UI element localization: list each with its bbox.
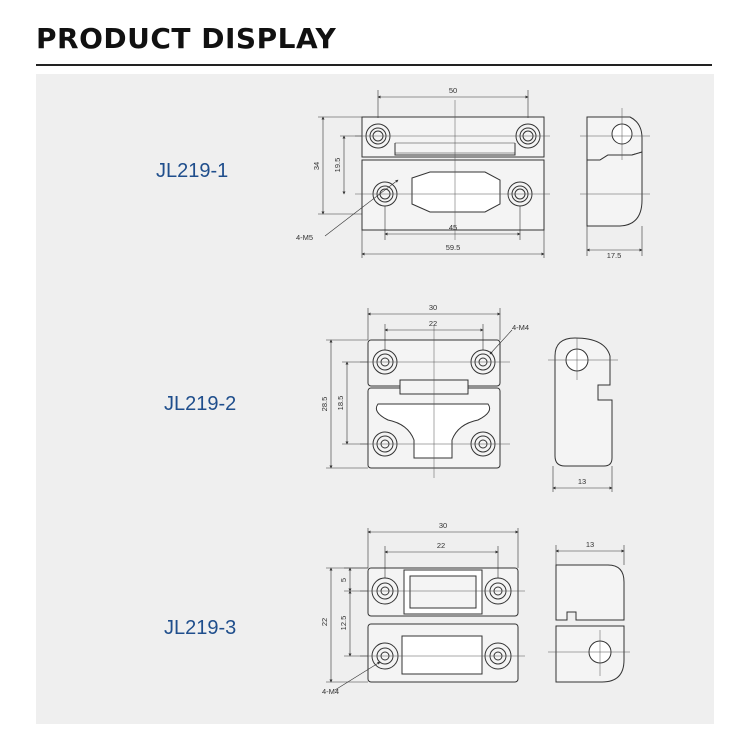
- dim-jl219-1-width: 50: [449, 86, 457, 95]
- dim-jl219-2-depth: 13: [578, 477, 586, 486]
- model-label-jl219-3: JL219-3: [164, 617, 237, 639]
- dim-jl219-2-inner: 18.5: [336, 396, 345, 411]
- model-label-jl219-2: JL219-2: [164, 393, 237, 415]
- dim-jl219-1-depth: 17.5: [607, 251, 622, 260]
- dim-jl219-1-thread: 4-M5: [296, 233, 313, 242]
- dim-jl219-1-spacing: 45: [449, 223, 457, 232]
- jl219-1-dimensions: [318, 90, 545, 258]
- dim-jl219-1-inner: 19.5: [333, 158, 342, 173]
- dim-jl219-3-inner: 12.5: [339, 616, 348, 631]
- jl219-2-side-view: [554, 337, 613, 467]
- jl219-3-front-view: [367, 567, 519, 683]
- jl219-1-centerlines: [355, 100, 550, 240]
- dim-jl219-2-thread: 4-M4: [512, 323, 529, 332]
- jl219-1-side-view: [586, 116, 643, 227]
- dim-jl219-1-base: 59.5: [446, 243, 461, 252]
- jl219-1-front-view: [361, 116, 545, 231]
- dim-jl219-2-spacing: 22: [429, 319, 437, 328]
- dim-jl219-1-height: 34: [312, 162, 321, 170]
- dim-jl219-3-thread: 4-M4: [322, 687, 339, 696]
- dim-jl219-2-height: 28.5: [320, 397, 329, 412]
- page-title: PRODUCT DISPLAY: [36, 22, 337, 55]
- title-underline: [36, 64, 712, 66]
- dim-jl219-3-depth: 13: [586, 540, 594, 549]
- jl219-3-side-view: [555, 564, 625, 683]
- model-label-jl219-1: JL219-1: [156, 160, 229, 182]
- dim-jl219-2-width: 30: [429, 303, 437, 312]
- dim-jl219-3-width: 30: [439, 521, 447, 530]
- dim-jl219-3-offset: 5: [339, 578, 348, 582]
- dim-jl219-3-height: 22: [320, 618, 329, 626]
- dim-jl219-3-spacing: 22: [437, 541, 445, 550]
